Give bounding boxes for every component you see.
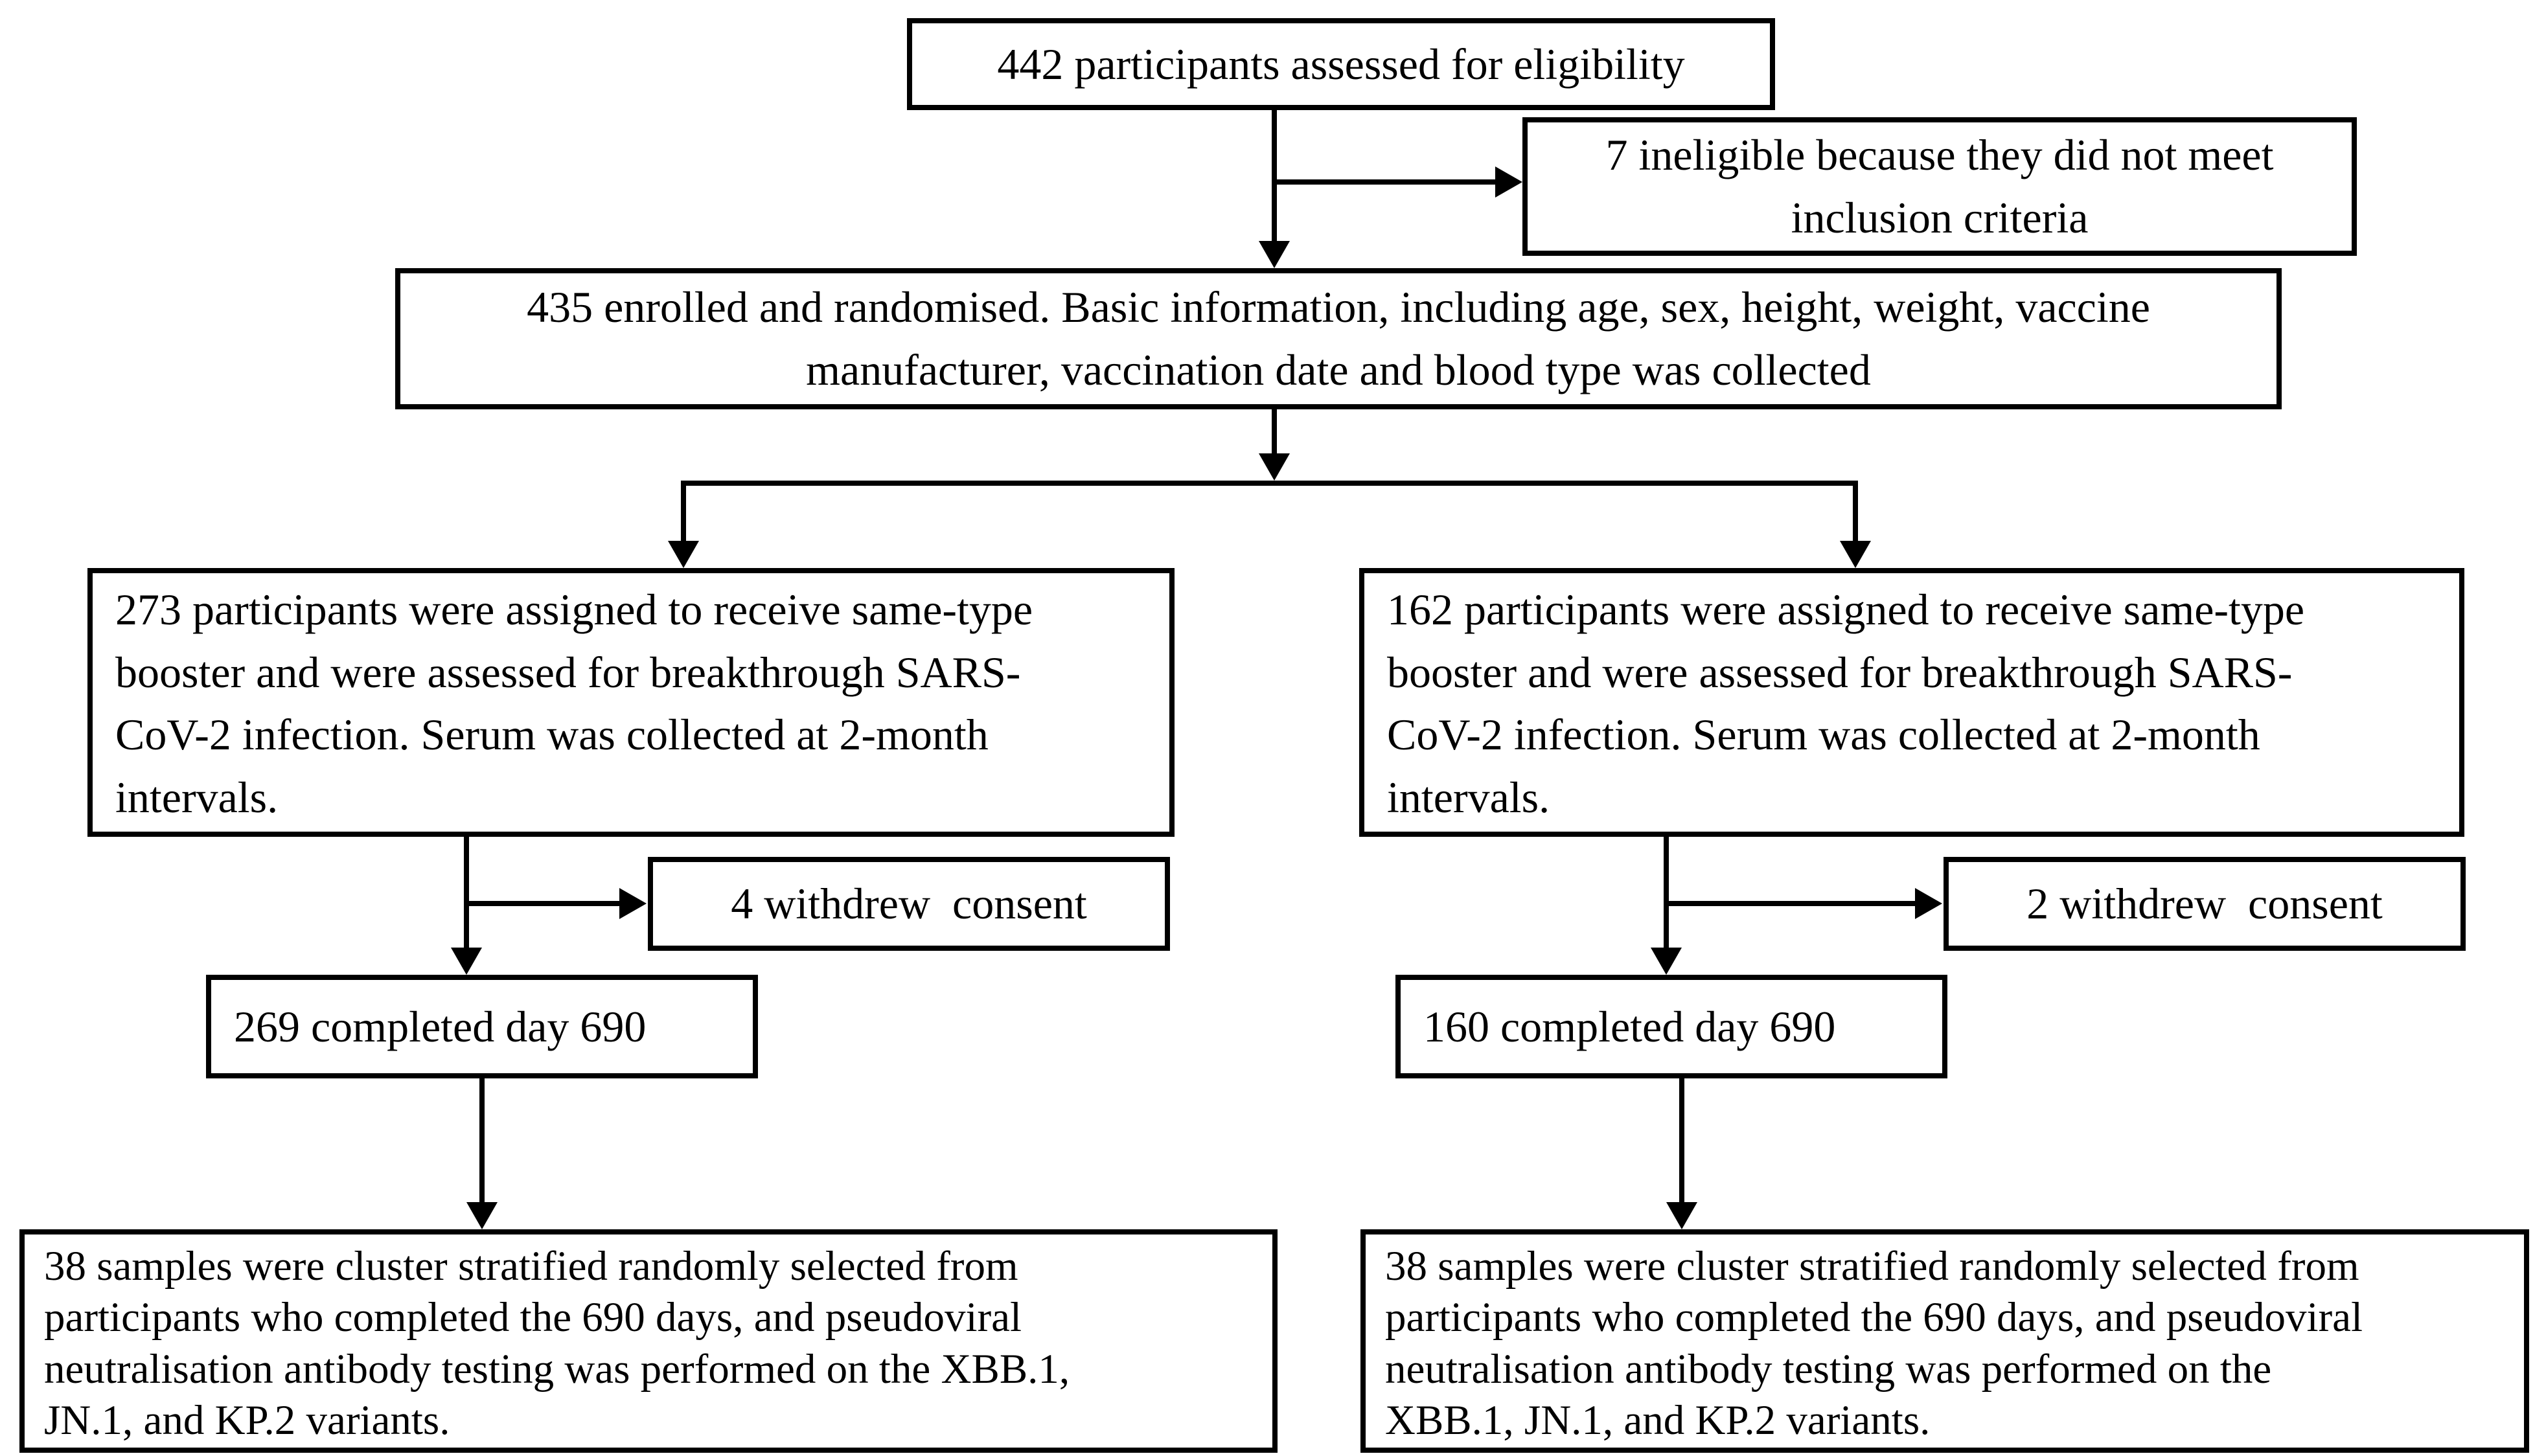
box-assessed-for-eligibility: 442 participants assessed for eligibilit… <box>907 18 1775 110</box>
connector-branch-to-left-arm <box>681 481 686 542</box>
connector-to-ineligible <box>1272 179 1497 185</box>
connector-eligibility-to-enrolled <box>1272 110 1277 242</box>
box-assigned-same-type-booster-right: 162 participants were assigned to receiv… <box>1359 568 2464 837</box>
connector-left-arm-to-completed <box>464 837 469 949</box>
box-samples-selected-right: 38 samples were cluster stratified rando… <box>1360 1229 2529 1453</box>
arrowhead-into-samples-right-icon <box>1666 1202 1697 1229</box>
connector-enrolled-to-branch <box>1272 409 1277 455</box>
connector-completed-to-samples-left <box>479 1078 485 1205</box>
arrowhead-into-samples-left-icon <box>466 1202 498 1229</box>
box-completed-day-690-right: 160 completed day 690 <box>1395 975 1947 1078</box>
box-withdrew-consent-left: 4 withdrew consent <box>648 857 1170 951</box>
arrowhead-into-withdrew-right-icon <box>1915 888 1942 919</box>
arrowhead-into-branch-icon <box>1259 453 1290 481</box>
box-completed-day-690-left: 269 completed day 690 <box>206 975 758 1078</box>
box-enrolled-randomised: 435 enrolled and randomised. Basic infor… <box>395 268 2282 409</box>
arrowhead-into-ineligible-icon <box>1495 166 1522 198</box>
arrowhead-into-withdrew-left-icon <box>619 888 647 919</box>
box-ineligible: 7 ineligible because they did not meet i… <box>1522 117 2357 256</box>
branch-line <box>681 481 1858 486</box>
connector-to-withdrew-left <box>464 901 622 906</box>
box-samples-selected-left: 38 samples were cluster stratified rando… <box>19 1229 1278 1453</box>
arrowhead-into-enrolled-icon <box>1259 241 1290 268</box>
box-assigned-same-type-booster-left: 273 participants were assigned to receiv… <box>87 568 1175 837</box>
arrowhead-into-left-arm-icon <box>668 541 699 568</box>
connector-completed-to-samples-right <box>1679 1078 1684 1205</box>
arrowhead-into-completed-right-icon <box>1651 948 1682 975</box>
connector-branch-to-right-arm <box>1853 481 1858 542</box>
connector-to-withdrew-right <box>1664 901 1918 906</box>
connector-right-arm-to-completed <box>1664 837 1669 949</box>
arrowhead-into-completed-left-icon <box>451 948 482 975</box>
arrowhead-into-right-arm-icon <box>1840 541 1871 568</box>
box-withdrew-consent-right: 2 withdrew consent <box>1944 857 2466 951</box>
